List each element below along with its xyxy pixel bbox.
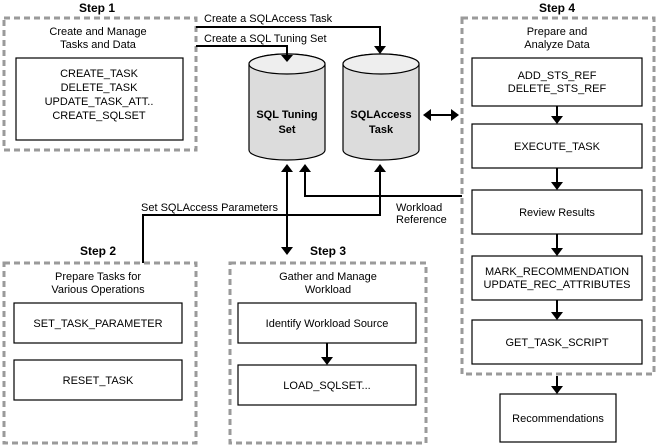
sqlaccess-step4-arrowhead-left	[423, 109, 431, 121]
workload-reference-flow	[304, 172, 462, 197]
mark-update-recommendation-box	[471, 255, 643, 301]
get-task-script-box	[471, 319, 643, 365]
execute-task-label: EXECUTE_TASK	[514, 141, 601, 153]
sts-step3-arrowhead-up	[281, 164, 293, 172]
review-results-box	[471, 189, 643, 235]
recommendations-box	[499, 393, 617, 443]
create-sql-tuning-set-arrowhead	[281, 55, 293, 62]
mark-to-script-arrowhead	[551, 312, 563, 320]
step3-panel	[228, 261, 428, 445]
step1-procedures-box	[15, 57, 184, 141]
sqlaccess-task-store: SQLAccess Task	[342, 53, 420, 161]
sqlaccess-task-label-line2: Task	[369, 124, 394, 136]
reset-task-label: RESET_TASK	[63, 375, 134, 387]
set-sqlaccess-parameters-flow	[142, 172, 381, 263]
get-task-script-label: GET_TASK_SCRIPT	[505, 337, 608, 349]
update-rec-attributes-label: UPDATE_REC_ATTRIBUTES	[484, 279, 631, 291]
set-sqlaccess-parameters-arrowhead	[374, 164, 386, 172]
set-sqlaccess-parameters-label: Set SQLAccess Parameters	[141, 202, 278, 214]
step4-panel	[460, 16, 656, 376]
step3-heading-line2: Workload	[305, 284, 351, 296]
workload-reference-label-line2: Reference	[396, 214, 447, 226]
review-to-mark-arrowhead	[551, 248, 563, 256]
sql-tuning-set-store: SQL Tuning Set	[248, 53, 326, 161]
step4-heading-line1: Prepare and	[527, 26, 588, 38]
step1-heading-line2: Tasks and Data	[60, 39, 137, 51]
step1-item-delete-task: DELETE_TASK	[61, 82, 138, 94]
step4-title: Step 4	[539, 1, 575, 15]
delete-sts-ref-label: DELETE_STS_REF	[508, 83, 607, 95]
step1-heading-line1: Create and Manage	[49, 26, 146, 38]
identify-workload-source-label: Identify Workload Source	[266, 318, 389, 330]
sts-ref-to-execute-arrowhead	[551, 116, 563, 124]
step4-heading-line2: Analyze Data	[524, 39, 590, 51]
step1-item-create-sqlset: CREATE_SQLSET	[52, 110, 146, 122]
sts-step3-arrowhead-down	[281, 247, 293, 255]
script-to-recommendations-arrowhead	[551, 386, 563, 394]
set-task-parameter-label: SET_TASK_PARAMETER	[33, 318, 162, 330]
step1-item-update-task-att: UPDATE_TASK_ATT..	[45, 96, 154, 108]
identify-workload-source-box	[237, 302, 417, 344]
execute-to-review-arrowhead	[551, 182, 563, 190]
step1-item-create-task: CREATE_TASK	[60, 68, 138, 80]
step3-heading-line1: Gather and Manage	[279, 271, 377, 283]
load-sqlset-label: LOAD_SQLSET...	[283, 380, 370, 392]
step1-title: Step 1	[79, 1, 115, 15]
create-sqlaccess-task-arrowhead	[374, 46, 386, 54]
load-sqlset-box	[237, 364, 417, 406]
create-sqlaccess-task-flow	[196, 26, 381, 46]
step2-heading-line2: Various Operations	[51, 284, 145, 296]
sql-tuning-set-label-line2: Set	[278, 124, 295, 136]
workload-reference-arrowhead	[299, 164, 311, 172]
add-sts-ref-label: ADD_STS_REF	[518, 70, 597, 82]
mark-recommendation-label: MARK_RECOMMENDATION	[485, 266, 629, 278]
sqlaccess-task-label-line1: SQLAccess	[350, 109, 411, 121]
step3-title: Step 3	[310, 244, 346, 258]
review-results-label: Review Results	[519, 207, 595, 219]
add-delete-sts-ref-box	[471, 57, 643, 107]
step2-title: Step 2	[80, 244, 116, 258]
sqlaccess-step4-arrowhead-right	[451, 109, 459, 121]
create-sql-tuning-set-label: Create a SQL Tuning Set	[204, 33, 327, 45]
recommendations-label: Recommendations	[512, 413, 604, 425]
workload-reference-label-line1: Workload	[396, 202, 442, 214]
identify-to-load-arrowhead	[321, 357, 333, 365]
create-sqlaccess-task-label: Create a SQLAccess Task	[204, 13, 333, 25]
reset-task-box	[13, 359, 183, 401]
set-task-parameter-box	[13, 302, 183, 344]
step1-panel	[2, 16, 198, 152]
step2-heading-line1: Prepare Tasks for	[55, 271, 141, 283]
sql-tuning-set-label-line1: SQL Tuning	[256, 109, 317, 121]
step2-panel	[2, 261, 198, 445]
create-sql-tuning-set-flow	[196, 45, 288, 56]
